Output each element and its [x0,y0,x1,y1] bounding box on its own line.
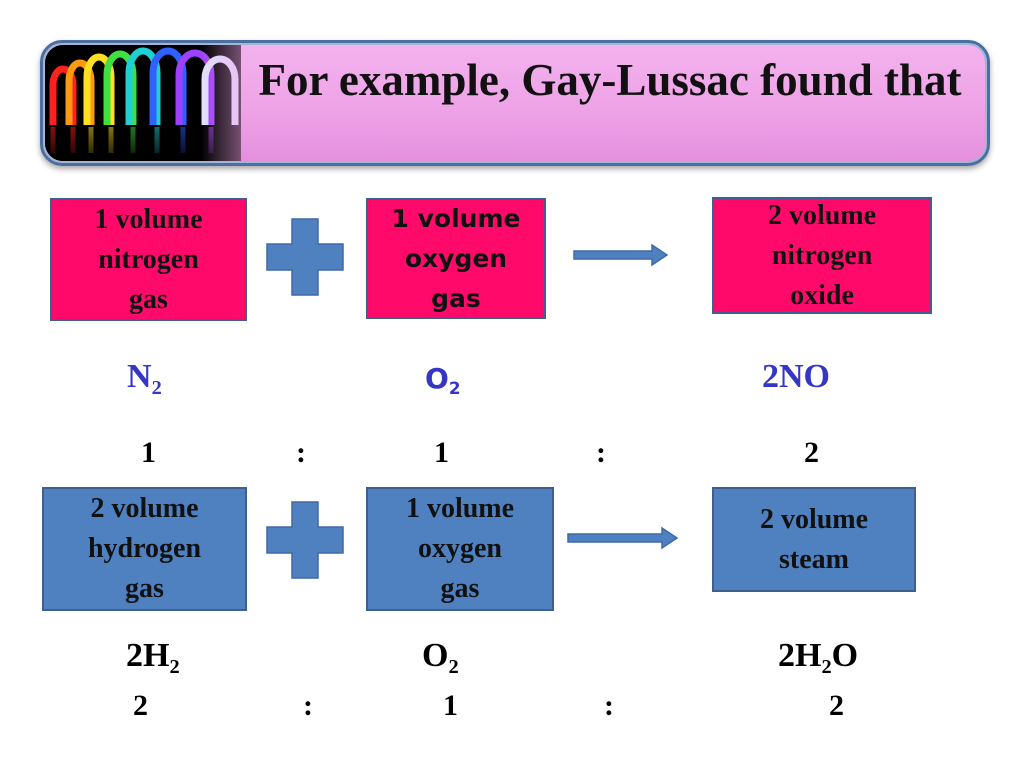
ratio-2-sep-2: : [604,689,614,722]
formula-n2-sub: 2 [151,377,162,400]
ratio-1-sep-1: : [296,436,306,469]
ratio-1-a: 1 [141,436,156,469]
hydrogen-volume-box: 2 volume hydrogen gas [42,487,247,611]
formula-o2-row2-sub: 2 [448,656,459,679]
formula-2h2o-pre: 2H [778,637,822,674]
page-title: For example, Gay-Lussac found that [258,55,962,105]
steam-volume-box: 2 volume steam [712,487,916,592]
formula-2h2-sub: 2 [169,656,180,679]
ratio-2-c: 2 [829,689,844,722]
ratio-2-b: 1 [443,689,458,722]
oxygen-volume-box-2: 1 volume oxygen gas [366,487,554,611]
formula-2h2-pre: 2H [126,637,170,674]
formula-2h2o-post: O [831,637,859,674]
ratio-1-sep-2: : [596,436,606,469]
ratio-1-c: 2 [804,436,819,469]
right-arrow-icon [573,243,669,267]
banner-fade [201,45,241,161]
formula-o2-row2-base: O [422,637,449,674]
formula-o2-row2: O2 [422,636,459,679]
plus-icon [266,218,344,296]
nitrogen-volume-box: 1 volume nitrogen gas [50,198,247,321]
formula-2h2o: 2H2O [778,636,859,679]
right-arrow-icon-2 [567,526,679,550]
formula-2h2: 2H2 [126,636,180,679]
title-banner: For example, Gay-Lussac found that [40,40,990,166]
formula-o2-base: O [425,362,449,395]
nitrogen-oxide-volume-box: 2 volume nitrogen oxide [712,197,932,314]
formula-n2: N2 [127,357,162,400]
plus-icon-2 [266,501,344,579]
formula-o2-sub: 2 [448,377,461,398]
ratio-1-b: 1 [434,436,449,469]
formula-o2: O2 [425,359,461,399]
formula-2h2o-sub: 2 [821,656,832,679]
ratio-2-a: 2 [133,689,148,722]
ratio-2-sep-1: : [303,689,313,722]
formula-2no: 2NO [762,358,830,395]
rainbow-rings-image [45,45,241,161]
oxygen-volume-box: 1 volume oxygen gas [366,198,546,319]
formula-n2-base: N [127,358,152,395]
